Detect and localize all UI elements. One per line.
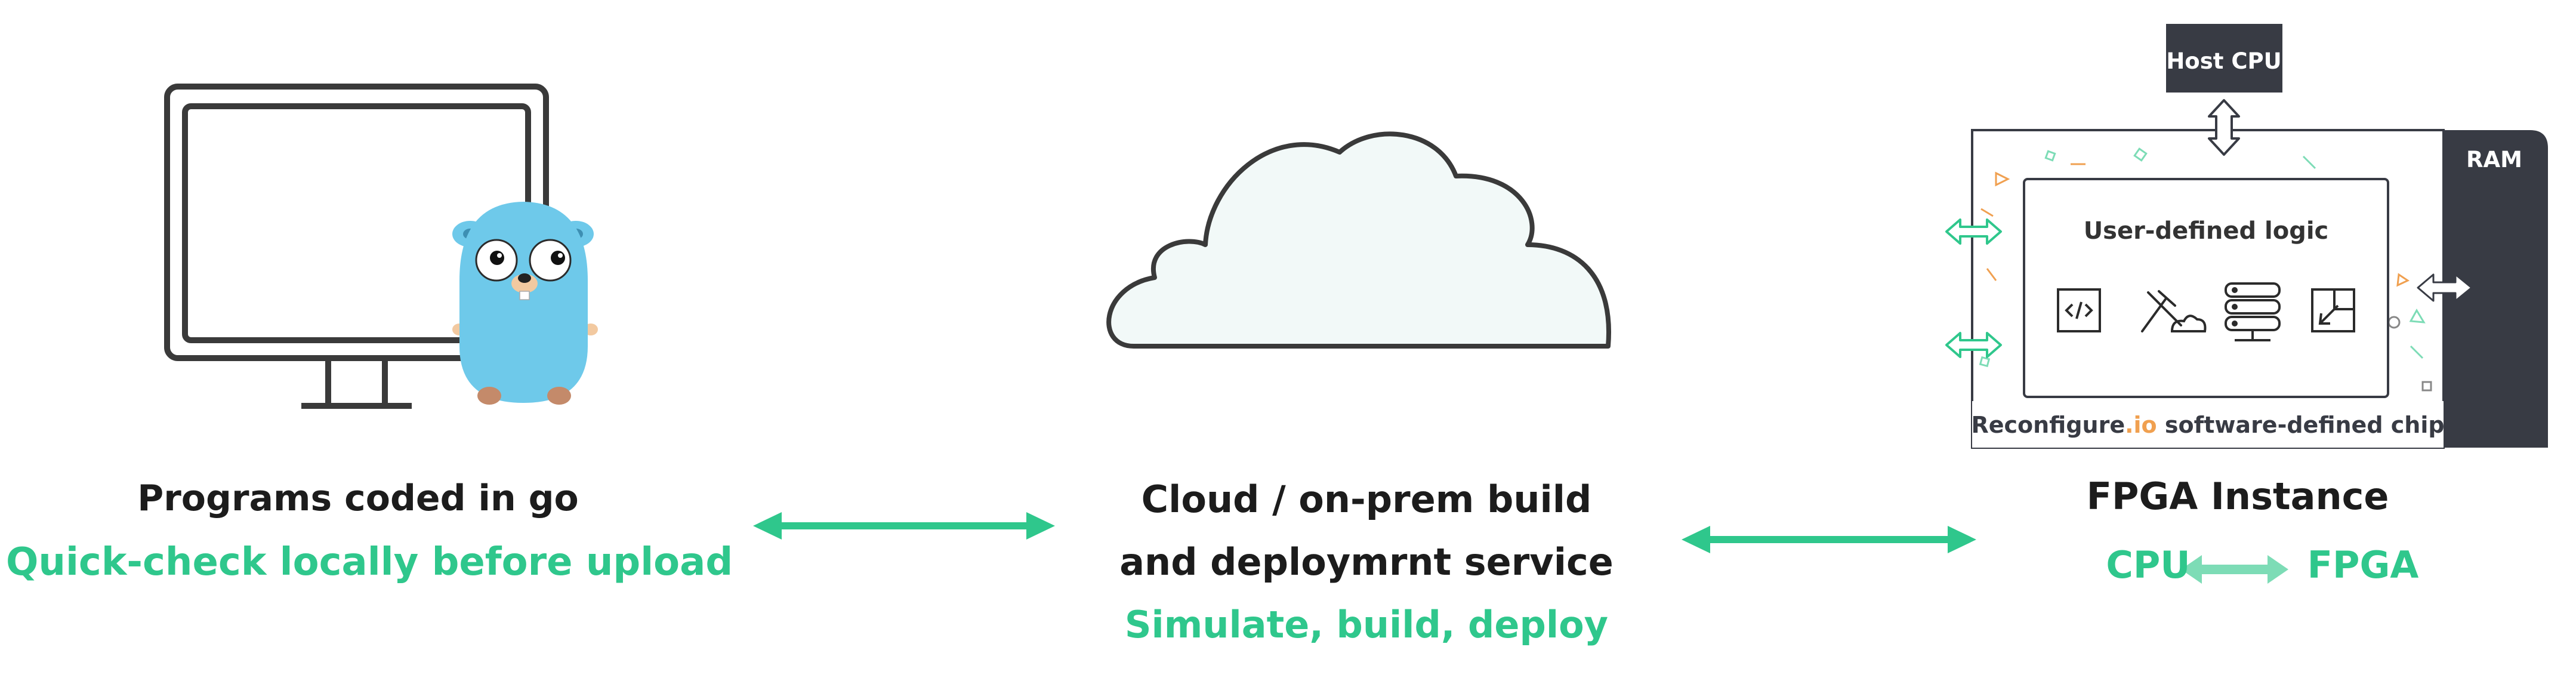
arrow-left-middle [753, 512, 1055, 540]
middle-subtitle: Simulate, build, deploy [1124, 603, 1609, 646]
chip-caption: Reconfigure.io software-defined chip [1971, 412, 2444, 438]
left-subtitle: Quick-check locally before upload [6, 540, 733, 584]
left-title: Programs coded in go [137, 477, 579, 519]
fpga-label: FPGA [2307, 543, 2419, 587]
fpga-chip [1971, 129, 2548, 449]
expand-icon [2311, 288, 2355, 332]
right-title: FPGA Instance [2086, 475, 2389, 518]
chip-brand: Reconfigure [1971, 412, 2125, 438]
io-arrow-bottom [1945, 332, 2002, 358]
host-cpu-arrow [2208, 99, 2240, 156]
chip-caption-text: software-defined chip [2157, 412, 2445, 438]
chip-brand-suffix: .io [2125, 412, 2157, 438]
arrow-middle-right [1682, 526, 1976, 553]
host-cpu-label: Host CPU [2166, 48, 2281, 74]
code-icon [2057, 288, 2101, 332]
cpu-fpga-arrow [2181, 555, 2288, 584]
tools-icon [2141, 290, 2207, 332]
logic-title: User-defined logic [2084, 217, 2329, 245]
gopher-icon [452, 202, 598, 405]
cloud-icon [1106, 131, 1611, 349]
middle-title-line1: Cloud / on-prem build [1141, 477, 1592, 521]
io-arrow-top [1945, 218, 2002, 245]
server-icon [2225, 282, 2281, 341]
cpu-label: CPU [2106, 543, 2191, 587]
host-cpu-box [2166, 24, 2282, 93]
ram-label: RAM [2466, 147, 2522, 172]
middle-title-line2: and deploymrnt service [1119, 540, 1614, 584]
ram-arrow [2417, 273, 2473, 302]
